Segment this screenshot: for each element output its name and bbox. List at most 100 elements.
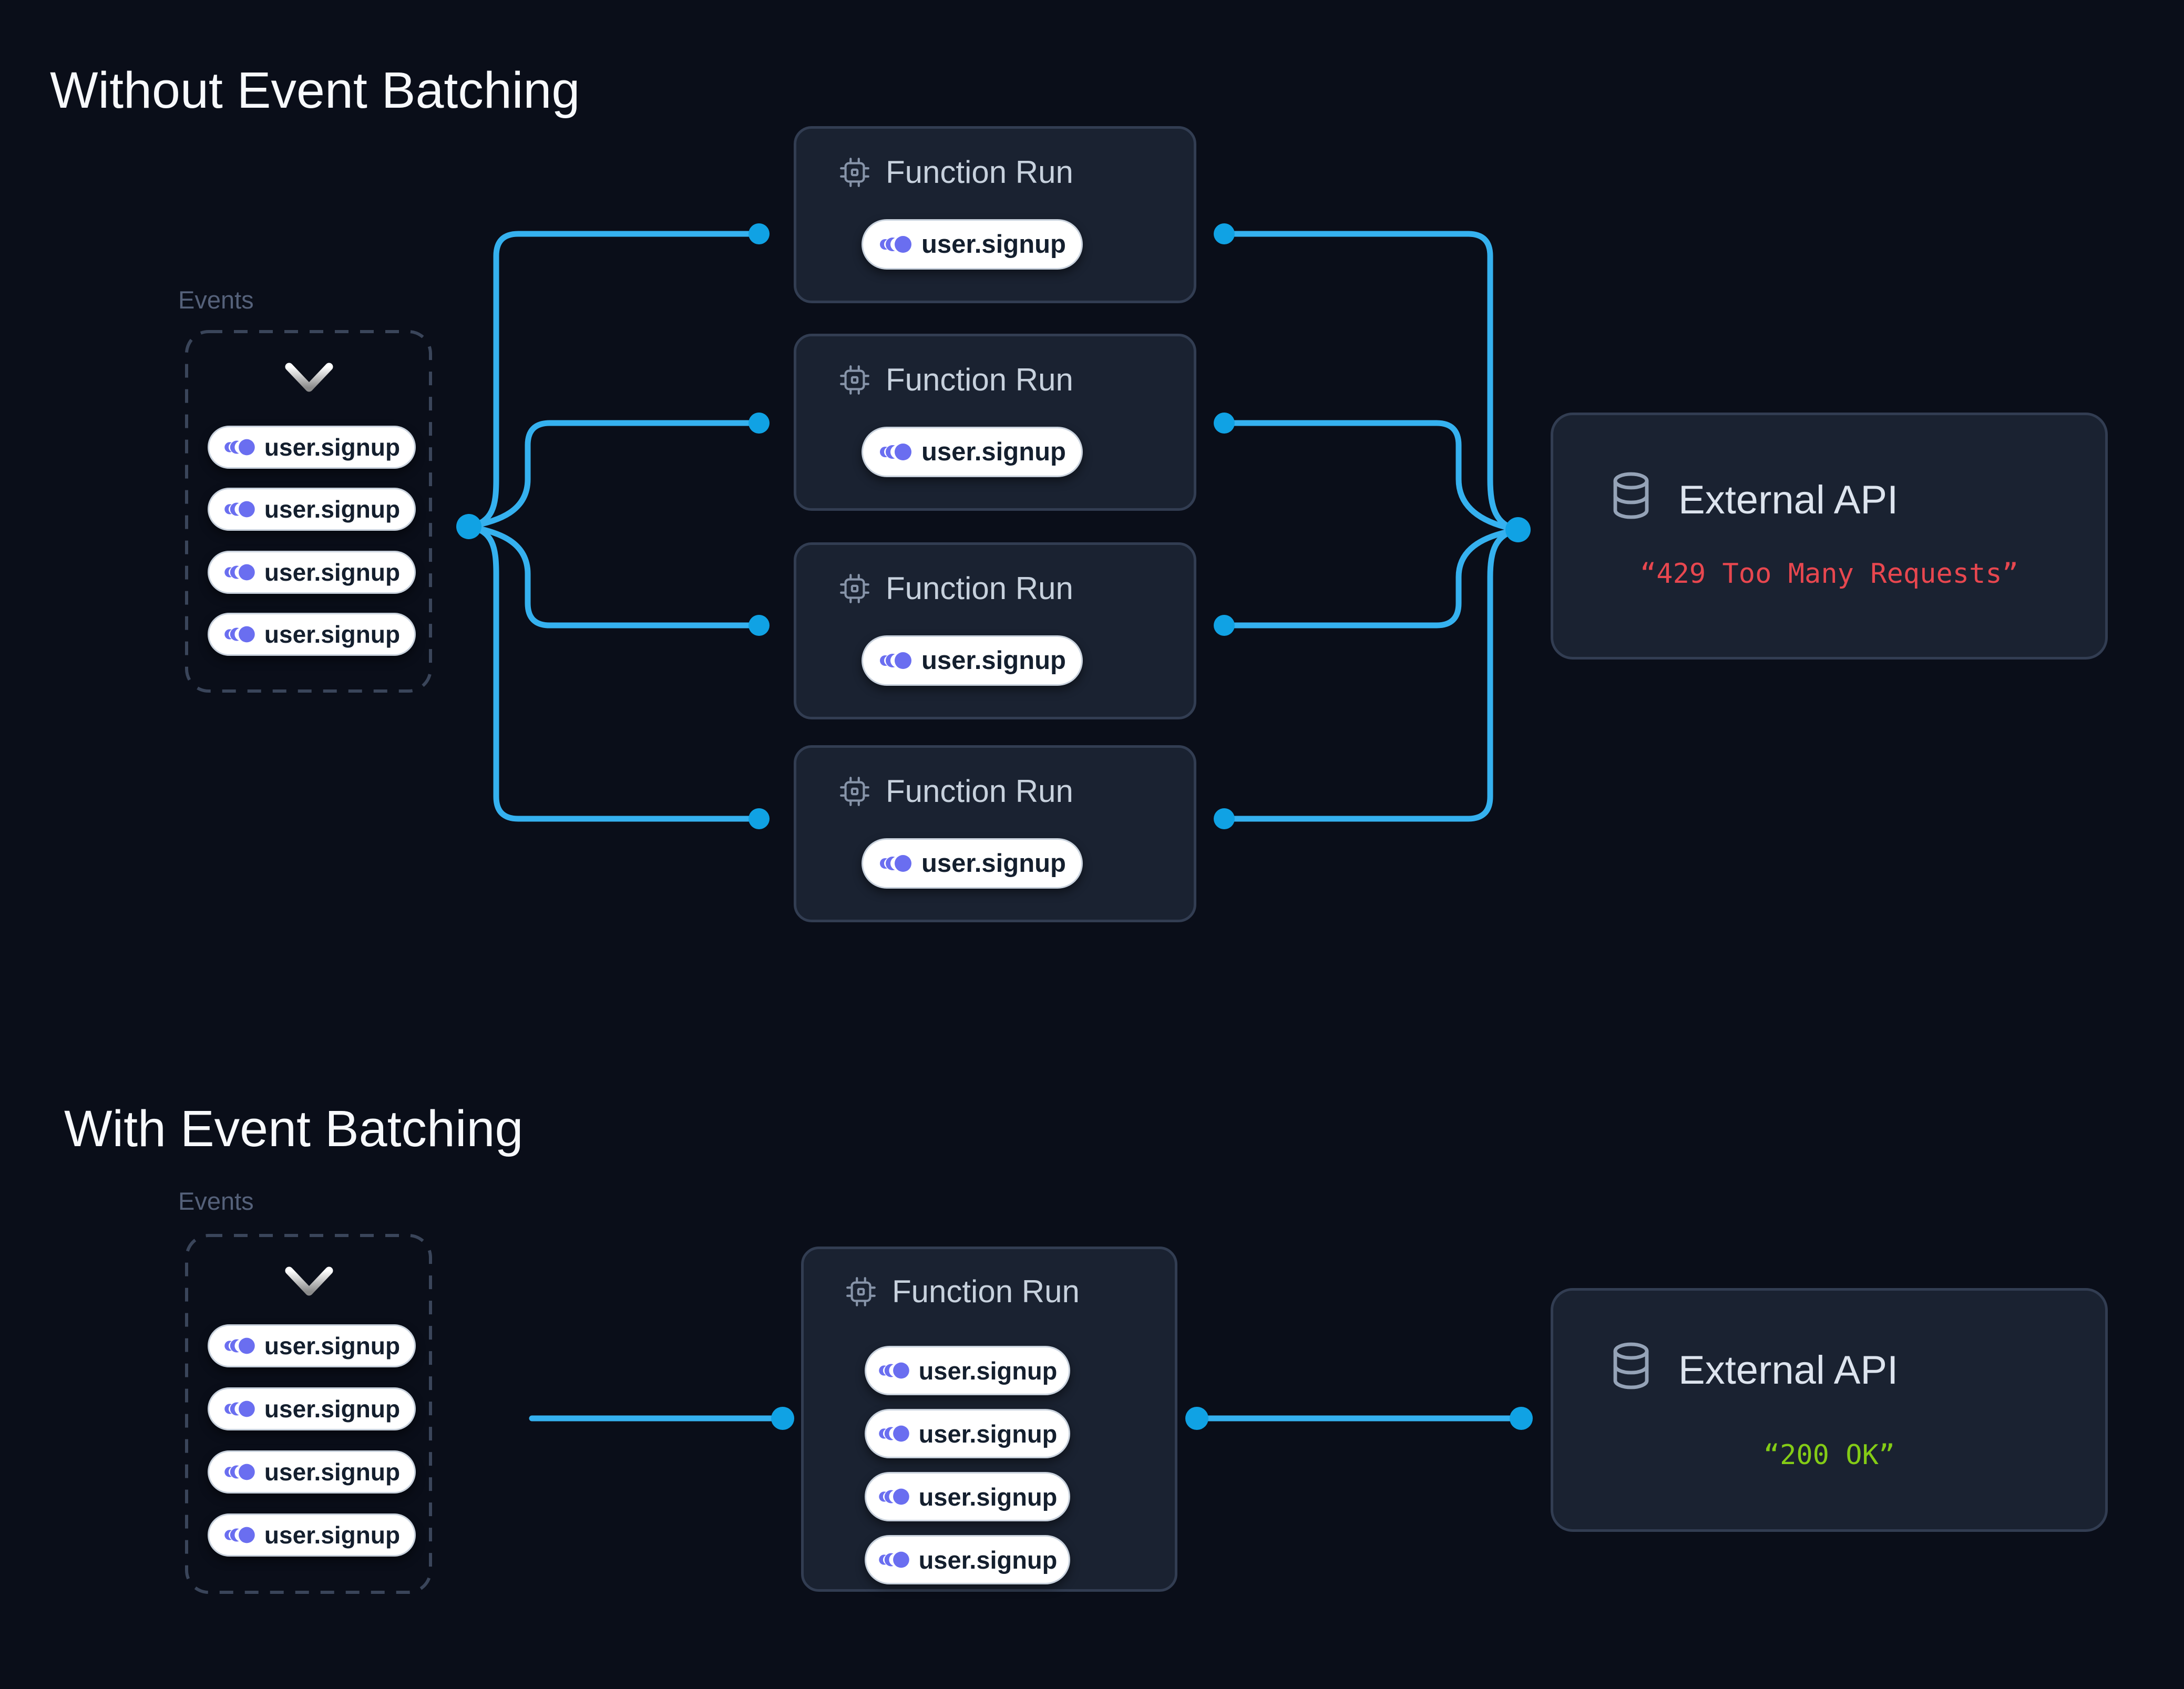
event-pill: user.signup [208, 426, 416, 469]
function-run-card: Function Run user.signup [794, 745, 1196, 922]
event-name: user.signup [264, 1332, 401, 1360]
event-name: user.signup [918, 1419, 1058, 1448]
event-name: user.signup [264, 1395, 401, 1423]
cpu-chip-icon [840, 157, 869, 187]
event-pill: user.signup [862, 838, 1083, 889]
wire-dot [1214, 808, 1235, 829]
function-run-card-batched: Function Run user.signup user.signup [801, 1247, 1177, 1592]
cpu-chip-icon [840, 573, 869, 603]
event-name: user.signup [921, 646, 1066, 675]
event-pulse-icon [224, 626, 255, 643]
event-name: user.signup [264, 496, 401, 523]
external-api-label: External API [1678, 477, 1899, 522]
event-name: user.signup [264, 621, 401, 648]
event-pulse-icon [224, 1400, 255, 1417]
event-pill: user.signup [862, 427, 1083, 477]
event-pulse-icon [224, 1464, 255, 1480]
event-name: user.signup [921, 438, 1066, 466]
event-pill: user.signup [865, 1472, 1070, 1521]
function-run-card: Function Run user.signup [794, 542, 1196, 719]
wire-fanout-4 [466, 523, 762, 822]
function-run-label: Function Run [886, 155, 1073, 190]
events-dashed-frame [185, 1234, 432, 1594]
event-pill: user.signup [208, 613, 416, 656]
wire-dot [771, 1407, 794, 1430]
event-pulse-icon [879, 444, 911, 460]
wire-dot [1185, 1407, 1208, 1430]
cpu-chip-icon [840, 365, 869, 395]
wire-dot [1214, 413, 1235, 434]
function-run-label: Function Run [892, 1274, 1080, 1309]
function-run-label: Function Run [886, 774, 1073, 809]
event-pulse-icon [224, 501, 255, 518]
event-pulse-icon [224, 1527, 255, 1543]
event-pill: user.signup [862, 219, 1083, 270]
event-pulse-icon [224, 564, 255, 581]
api-status-200: “200 OK” [1763, 1439, 1895, 1471]
event-name: user.signup [918, 1356, 1058, 1385]
event-name: user.signup [921, 230, 1066, 259]
wire-dot [748, 413, 770, 434]
event-pill: user.signup [865, 1346, 1070, 1395]
function-run-label: Function Run [886, 362, 1073, 397]
wire-fanout-1 [466, 231, 762, 530]
event-pulse-icon [224, 1337, 255, 1354]
external-api-card: External API “200 OK” [1551, 1288, 2108, 1532]
events-dashed-frame [185, 330, 432, 693]
event-pulse-icon [878, 1488, 909, 1505]
wire-dot [1214, 615, 1235, 636]
chevron-down-icon [285, 363, 333, 392]
wire-dot [1505, 517, 1531, 542]
wire-dot [456, 514, 481, 539]
events-label: Events [178, 1187, 254, 1215]
event-pill: user.signup [208, 1387, 416, 1430]
section-title-with-batching: With Event Batching [64, 1099, 524, 1157]
event-name: user.signup [264, 1521, 401, 1549]
section-title-without-batching: Without Event Batching [50, 61, 580, 119]
event-pill: user.signup [862, 635, 1083, 686]
wire-fanout-2 [466, 420, 762, 530]
wire-merge-2 [1221, 420, 1521, 533]
event-pulse-icon [879, 236, 911, 253]
wire-dot [1510, 1407, 1533, 1430]
wire-dot [748, 808, 770, 829]
event-pill: user.signup [208, 551, 416, 594]
event-name: user.signup [918, 1546, 1058, 1574]
event-pulse-icon [878, 1425, 909, 1442]
wire-fanout-3 [466, 523, 762, 629]
function-run-card: Function Run user.signup [794, 334, 1196, 511]
event-name: user.signup [921, 849, 1066, 878]
wire-dot [748, 615, 770, 636]
cpu-chip-icon [846, 1276, 876, 1306]
event-pill: user.signup [865, 1535, 1070, 1584]
function-run-card: Function Run user.signup [794, 126, 1196, 303]
wire-merge-4 [1221, 527, 1521, 822]
wire-dot [748, 223, 770, 244]
database-icon [1613, 472, 1649, 519]
event-pill: user.signup [208, 488, 416, 531]
event-name: user.signup [264, 434, 401, 461]
event-name: user.signup [264, 559, 401, 586]
chevron-down-icon [285, 1266, 333, 1296]
wire-dot [1214, 223, 1235, 244]
event-pill: user.signup [865, 1409, 1070, 1458]
event-pulse-icon [879, 652, 911, 669]
events-queue: user.signup user.signup user.signup [185, 330, 432, 693]
database-icon [1613, 1342, 1649, 1389]
api-status-429: “429 Too Many Requests” [1639, 558, 2019, 590]
event-pulse-icon [878, 1362, 909, 1379]
wire-merge-3 [1221, 527, 1521, 629]
external-api-label: External API [1678, 1347, 1899, 1393]
event-pulse-icon [879, 855, 911, 872]
cpu-chip-icon [840, 776, 869, 806]
events-queue: user.signup user.signup user.signup [185, 1234, 432, 1594]
event-name: user.signup [918, 1482, 1058, 1511]
event-pill: user.signup [208, 1513, 416, 1557]
event-pulse-icon [224, 439, 255, 456]
function-run-label: Function Run [886, 571, 1073, 606]
event-pill: user.signup [208, 1450, 416, 1494]
event-pulse-icon [878, 1551, 909, 1568]
events-label: Events [178, 286, 254, 314]
external-api-card: External API “429 Too Many Requests” [1551, 413, 2108, 660]
